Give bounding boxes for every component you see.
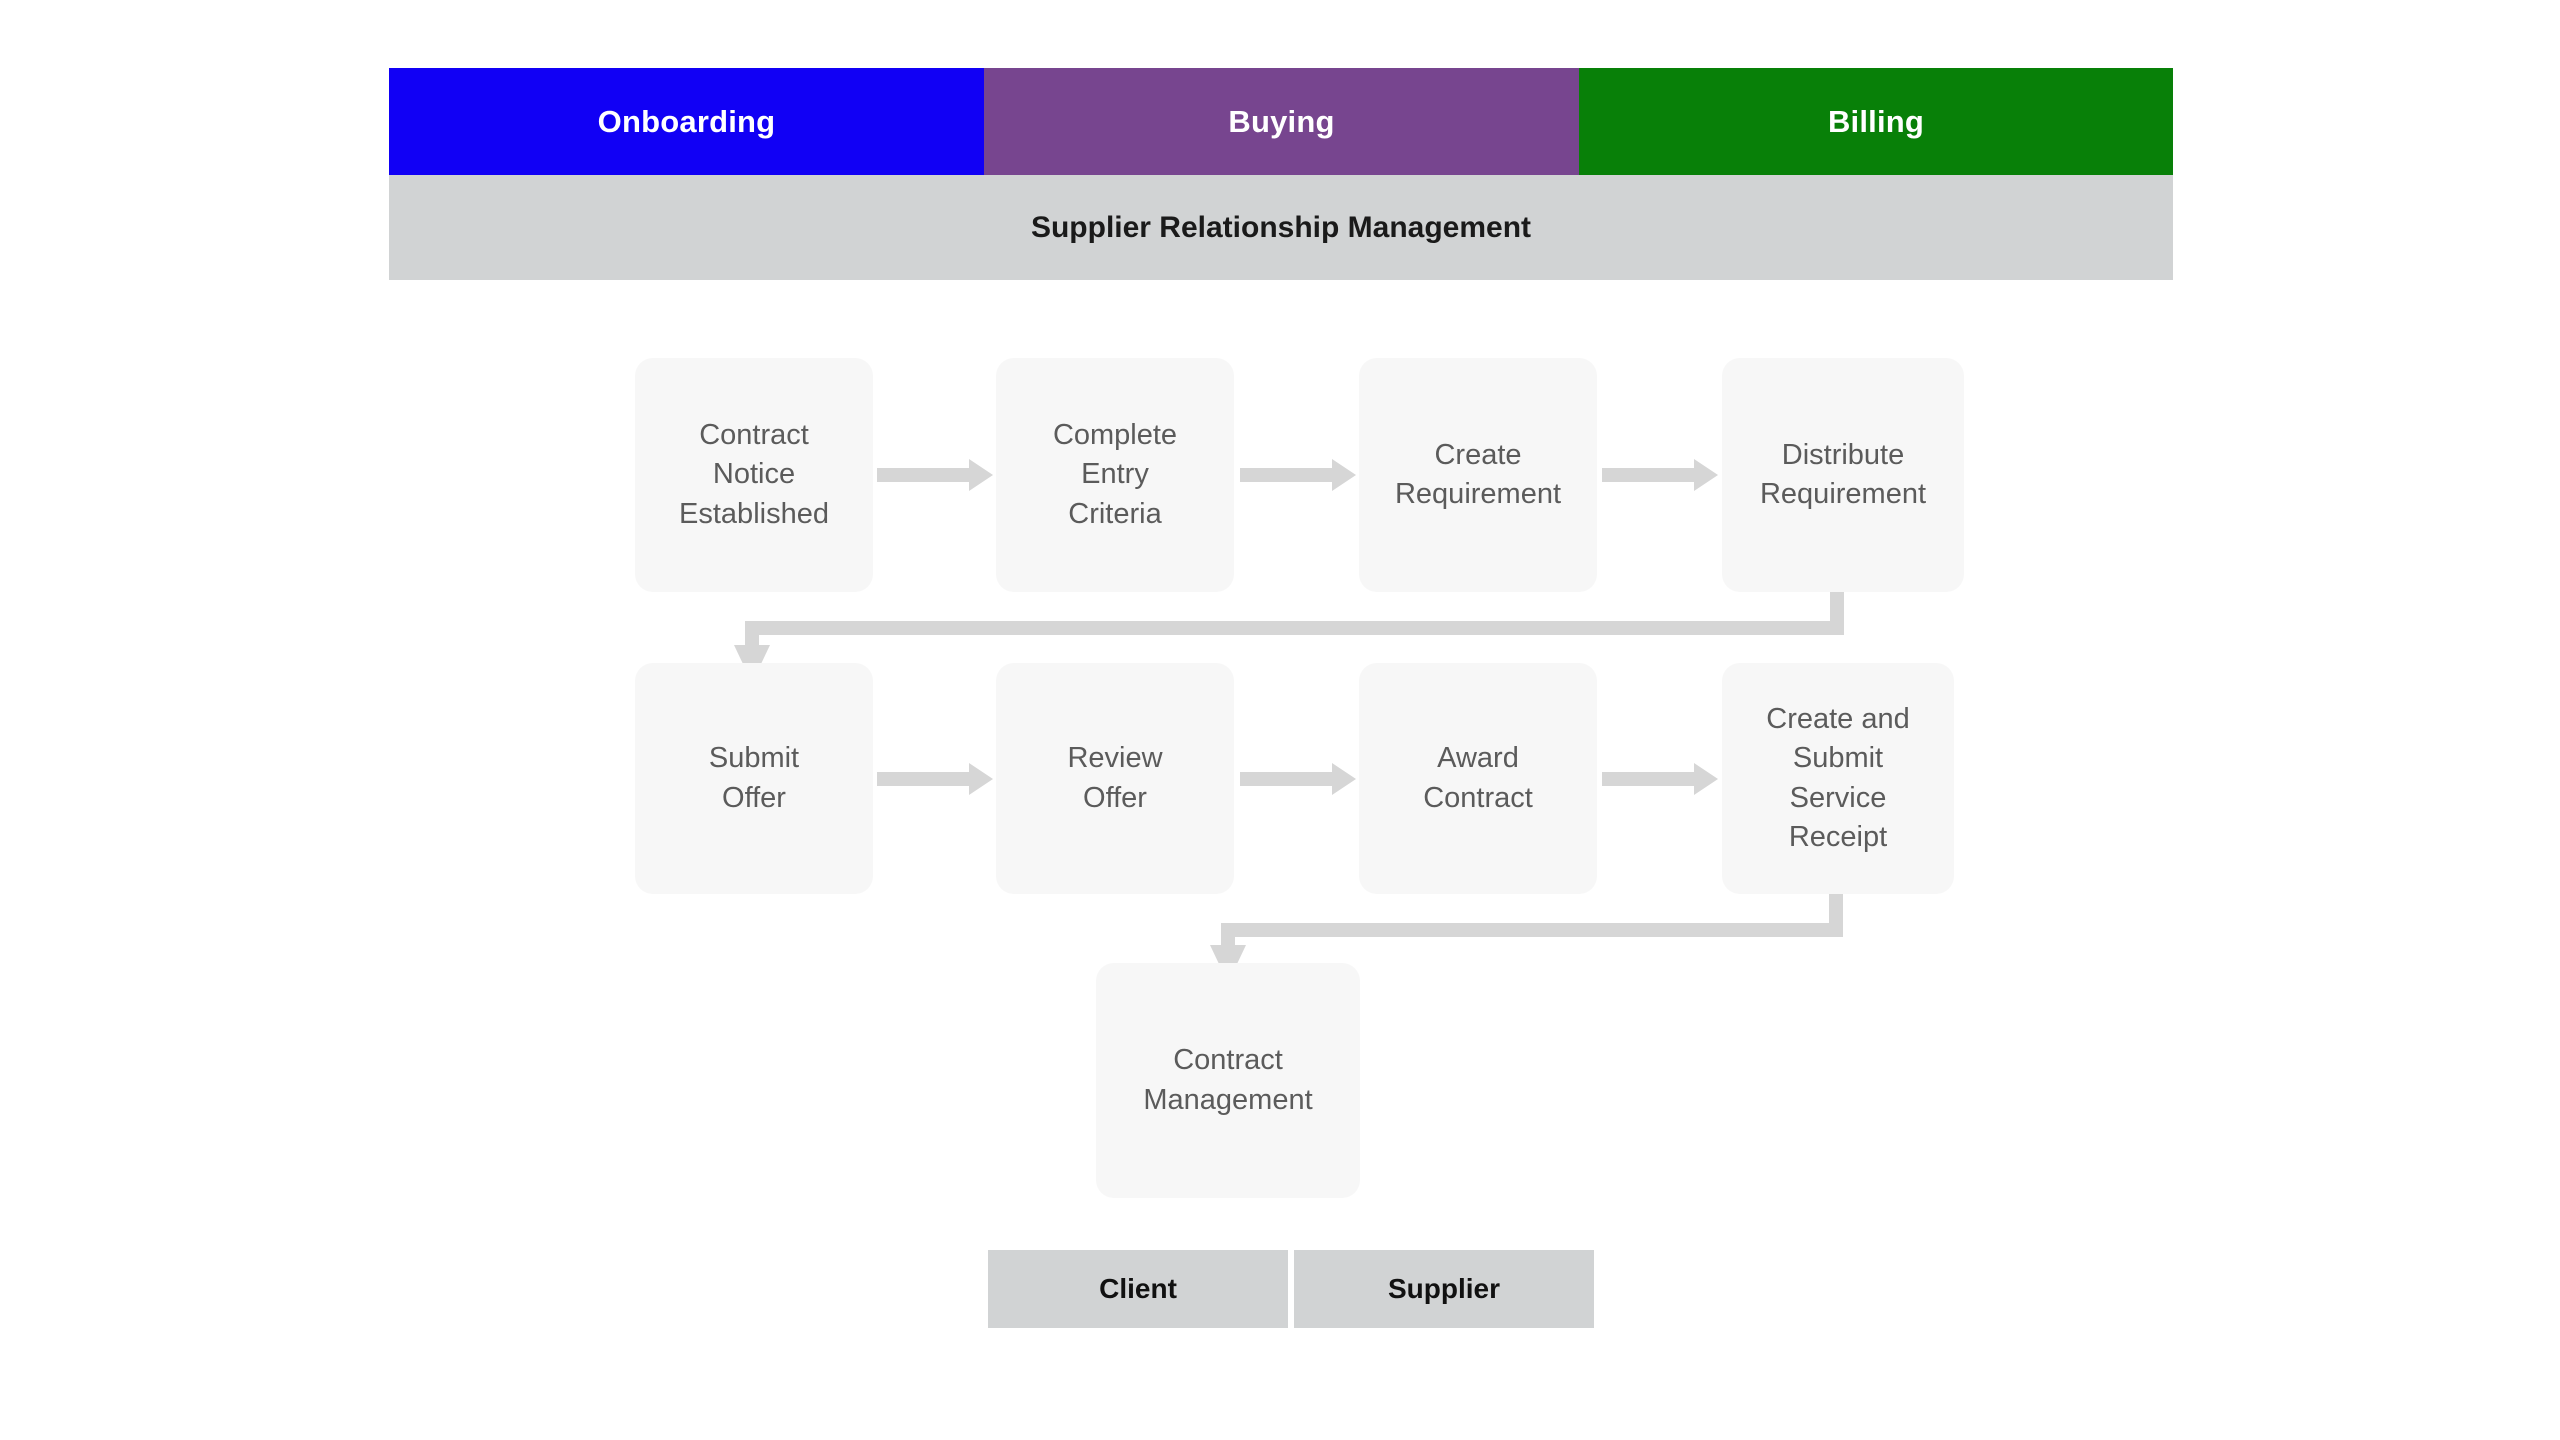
phase-band-billing[interactable]: Billing bbox=[1579, 68, 2173, 175]
legend-item-client[interactable]: Client bbox=[988, 1250, 1288, 1328]
legend-item-supplier[interactable]: Supplier bbox=[1294, 1250, 1594, 1328]
phase-band-onboarding[interactable]: Onboarding bbox=[389, 68, 984, 175]
arrow-review-offer-to-award-contract bbox=[1240, 772, 1334, 786]
phase-band-buying[interactable]: Buying bbox=[984, 68, 1579, 175]
arrow-create-requirement-to-distribute-requirement bbox=[1602, 468, 1696, 482]
process-node-complete-entry-criteria[interactable]: Complete Entry Criteria bbox=[996, 358, 1234, 592]
title-band: Supplier Relationship Management bbox=[389, 175, 2173, 280]
process-node-submit-offer[interactable]: Submit Offer bbox=[635, 663, 873, 894]
arrow-submit-offer-to-review-offer bbox=[877, 772, 971, 786]
arrow-award-contract-to-create-submit-service-receipt bbox=[1602, 772, 1696, 786]
legend: Client Supplier bbox=[988, 1250, 1594, 1328]
process-node-review-offer[interactable]: Review Offer bbox=[996, 663, 1234, 894]
elbow-connector-row1-to-row2 bbox=[734, 592, 1844, 683]
arrow-complete-entry-to-create-requirement bbox=[1240, 468, 1334, 482]
phase-band-group: Onboarding Buying Billing bbox=[389, 68, 2173, 175]
process-node-award-contract[interactable]: Award Contract bbox=[1359, 663, 1597, 894]
process-node-contract-notice-established[interactable]: Contract Notice Established bbox=[635, 358, 873, 592]
process-node-create-and-submit-service-receipt[interactable]: Create and Submit Service Receipt bbox=[1722, 663, 1954, 894]
arrow-contract-notice-to-complete-entry bbox=[877, 468, 971, 482]
process-node-distribute-requirement[interactable]: Distribute Requirement bbox=[1722, 358, 1964, 592]
process-node-create-requirement[interactable]: Create Requirement bbox=[1359, 358, 1597, 592]
diagram-title: Supplier Relationship Management bbox=[1030, 210, 1532, 244]
process-node-contract-management[interactable]: Contract Management bbox=[1096, 963, 1360, 1198]
